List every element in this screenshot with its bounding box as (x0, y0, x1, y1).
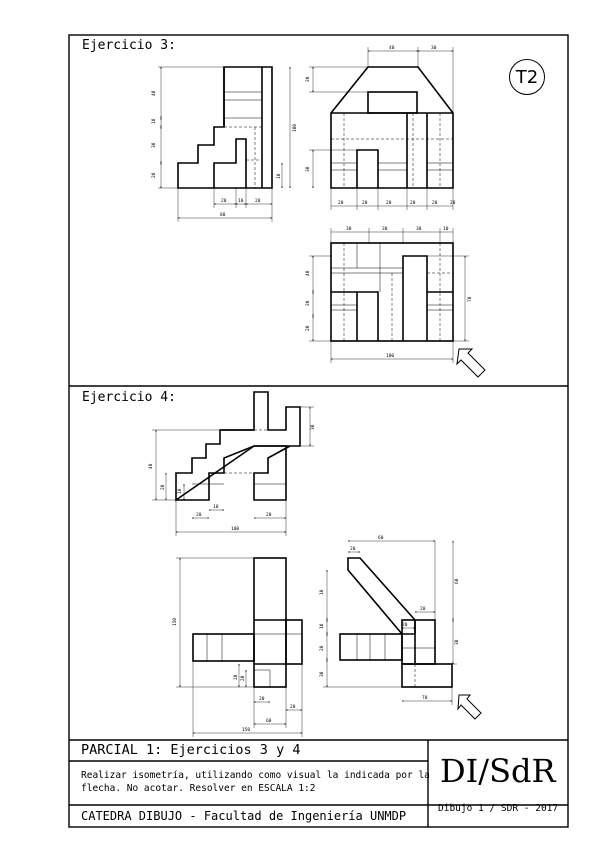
footer-department: CATEDRA DIBUJO - Facultad de Ingeniería … (81, 809, 407, 823)
svg-text:60: 60 (378, 535, 384, 541)
svg-text:20: 20 (233, 674, 239, 680)
dim-40: 40 (151, 90, 157, 96)
svg-text:10: 10 (276, 173, 282, 179)
svg-text:20: 20 (290, 704, 296, 710)
svg-text:10: 10 (238, 198, 244, 204)
svg-text:70: 70 (467, 296, 473, 302)
svg-text:20: 20 (410, 200, 416, 206)
svg-text:20: 20 (196, 512, 202, 518)
dim-20: 20 (151, 172, 157, 178)
footer-title: PARCIAL 1: Ejercicios 3 y 4 (81, 742, 301, 758)
ex3-right-view (330, 66, 454, 189)
svg-text:10: 10 (319, 589, 325, 595)
svg-text:20: 20 (305, 325, 311, 331)
svg-text:20: 20 (305, 76, 311, 82)
svg-text:30: 30 (454, 639, 460, 645)
ex4-side-dims: 20 60 20 20 10 10 20 30 60 30 70 (319, 535, 460, 705)
svg-text:20: 20 (362, 200, 368, 206)
ex3-left-dims: 40 10 30 20 100 10 80 20 10 20 (151, 66, 298, 222)
svg-text:20: 20 (305, 300, 311, 306)
ex4-front-view (192, 557, 303, 688)
ex4-top-view (175, 391, 301, 502)
logo: DI/SdR (440, 752, 556, 790)
svg-text:60: 60 (266, 718, 272, 724)
exercise-4-title: Ejercicio 4: (82, 390, 176, 405)
dim-80: 80 (220, 212, 226, 218)
exercise-3-title: Ejercicio 3: (82, 38, 176, 53)
svg-text:10: 10 (213, 504, 219, 510)
ex3-right-dims: 40 30 20 30 20 20 20 20 20 20 (305, 45, 456, 210)
ex4-front-dims: 150 20 20 20 60 20 150 (172, 557, 303, 737)
svg-text:20: 20 (319, 645, 325, 651)
svg-text:20: 20 (402, 622, 408, 628)
svg-text:150: 150 (172, 618, 178, 626)
svg-text:20: 20 (259, 696, 265, 702)
svg-text:20: 20 (255, 198, 261, 204)
dim-10: 10 (151, 118, 157, 124)
svg-text:20: 20 (160, 484, 166, 490)
svg-text:30: 30 (416, 226, 422, 232)
dim-top-40: 40 (389, 45, 395, 51)
svg-text:70: 70 (422, 695, 428, 701)
svg-text:20: 20 (432, 200, 438, 206)
svg-text:150: 150 (242, 727, 250, 733)
ex4-side-view (339, 557, 453, 688)
svg-text:40: 40 (305, 270, 311, 276)
ex3-bottom-view (330, 242, 454, 342)
svg-text:100: 100 (386, 353, 394, 359)
dim-100: 100 (292, 124, 298, 132)
svg-text:20: 20 (240, 675, 246, 681)
svg-text:10: 10 (319, 623, 325, 629)
view-arrow-icon-ex4 (457, 694, 482, 720)
svg-text:30: 30 (346, 226, 352, 232)
svg-text:40: 40 (148, 463, 154, 469)
svg-text:30: 30 (305, 166, 311, 172)
drawing-reference: Dibujo 1 / SDR - 2017 (438, 803, 559, 814)
svg-text:100: 100 (231, 526, 239, 532)
svg-text:20: 20 (221, 198, 227, 204)
svg-text:10: 10 (443, 226, 449, 232)
dim-30: 30 (151, 142, 157, 148)
svg-text:30: 30 (382, 226, 388, 232)
sheet-frame (68, 34, 569, 828)
svg-text:20: 20 (338, 200, 344, 206)
dim-top-30: 30 (431, 45, 437, 51)
footer-instructions-1: Realizar isometría, utilizando como visu… (81, 770, 430, 781)
svg-text:60: 60 (454, 578, 460, 584)
svg-text:10: 10 (177, 488, 183, 494)
footer-instructions-2: flecha. No acotar. Resolver en ESCALA 1:… (81, 783, 316, 794)
ex3-left-view (177, 66, 273, 189)
svg-text:20: 20 (420, 606, 426, 612)
sheet-code-badge: T2 (509, 59, 545, 95)
view-arrow-icon (456, 348, 486, 378)
ex4-top-dims: 30 40 20 10 20 10 20 100 (148, 406, 316, 536)
svg-text:20: 20 (350, 546, 356, 552)
svg-text:20: 20 (386, 200, 392, 206)
ex3-bottom-dims: 30 30 30 10 40 20 20 70 100 (305, 226, 473, 363)
svg-text:20: 20 (266, 512, 272, 518)
svg-text:20: 20 (450, 200, 456, 206)
svg-text:30: 30 (319, 671, 325, 677)
svg-text:30: 30 (310, 424, 316, 430)
